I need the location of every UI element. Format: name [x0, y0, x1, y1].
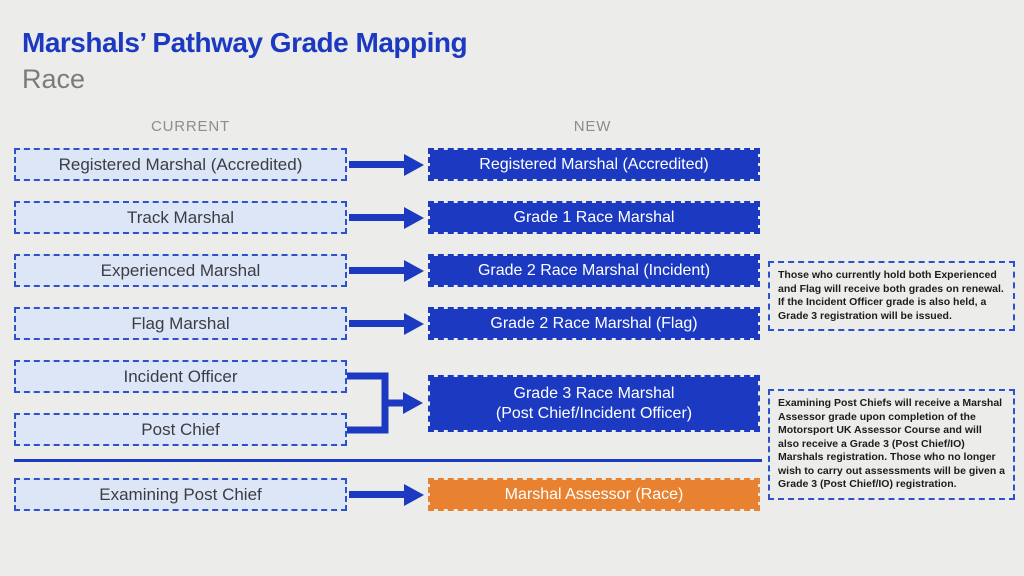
grade3-line2: (Post Chief/Incident Officer) — [495, 404, 693, 422]
current-column-header: CURRENT — [151, 118, 230, 135]
arrow-icon — [349, 153, 424, 176]
current-grade-box-flag-marshal: Flag Marshal — [14, 307, 347, 340]
arrow-icon — [349, 259, 424, 282]
current-grade-box-examining-post-chief: Examining Post Chief — [14, 478, 347, 511]
merge-connector-icon — [347, 372, 423, 434]
arrow-icon — [349, 206, 424, 229]
page-subtitle: Race — [22, 64, 86, 94]
new-column-header: NEW — [573, 118, 612, 135]
new-grade-box-grade3: Grade 3 Race Marshal (Post Chief/Inciden… — [428, 375, 760, 432]
new-grade-box-marshal-assessor: Marshal Assessor (Race) — [428, 478, 760, 511]
grade3-line1: Grade 3 Race Marshal — [513, 384, 675, 402]
note-examining-post-chief: Examining Post Chiefs will receive a Mar… — [768, 389, 1015, 500]
current-grade-box-incident-officer: Incident Officer — [14, 360, 347, 393]
current-grade-box-experienced-marshal: Experienced Marshal — [14, 254, 347, 287]
current-grade-box-post-chief: Post Chief — [14, 413, 347, 446]
new-grade-box-grade2-incident: Grade 2 Race Marshal (Incident) — [428, 254, 760, 287]
arrow-icon — [349, 483, 424, 506]
current-grade-box-track-marshal: Track Marshal — [14, 201, 347, 234]
new-grade-box-grade2-flag: Grade 2 Race Marshal (Flag) — [428, 307, 760, 340]
new-grade-box-grade1: Grade 1 Race Marshal — [428, 201, 760, 234]
arrow-icon — [349, 312, 424, 335]
page-title: Marshals’ Pathway Grade Mapping — [22, 27, 468, 58]
note-experienced-flag: Those who currently hold both Experience… — [768, 261, 1015, 331]
new-grade-box-registered-marshal: Registered Marshal (Accredited) — [428, 148, 760, 181]
current-grade-box-registered-marshal: Registered Marshal (Accredited) — [14, 148, 347, 181]
section-divider — [14, 459, 762, 462]
